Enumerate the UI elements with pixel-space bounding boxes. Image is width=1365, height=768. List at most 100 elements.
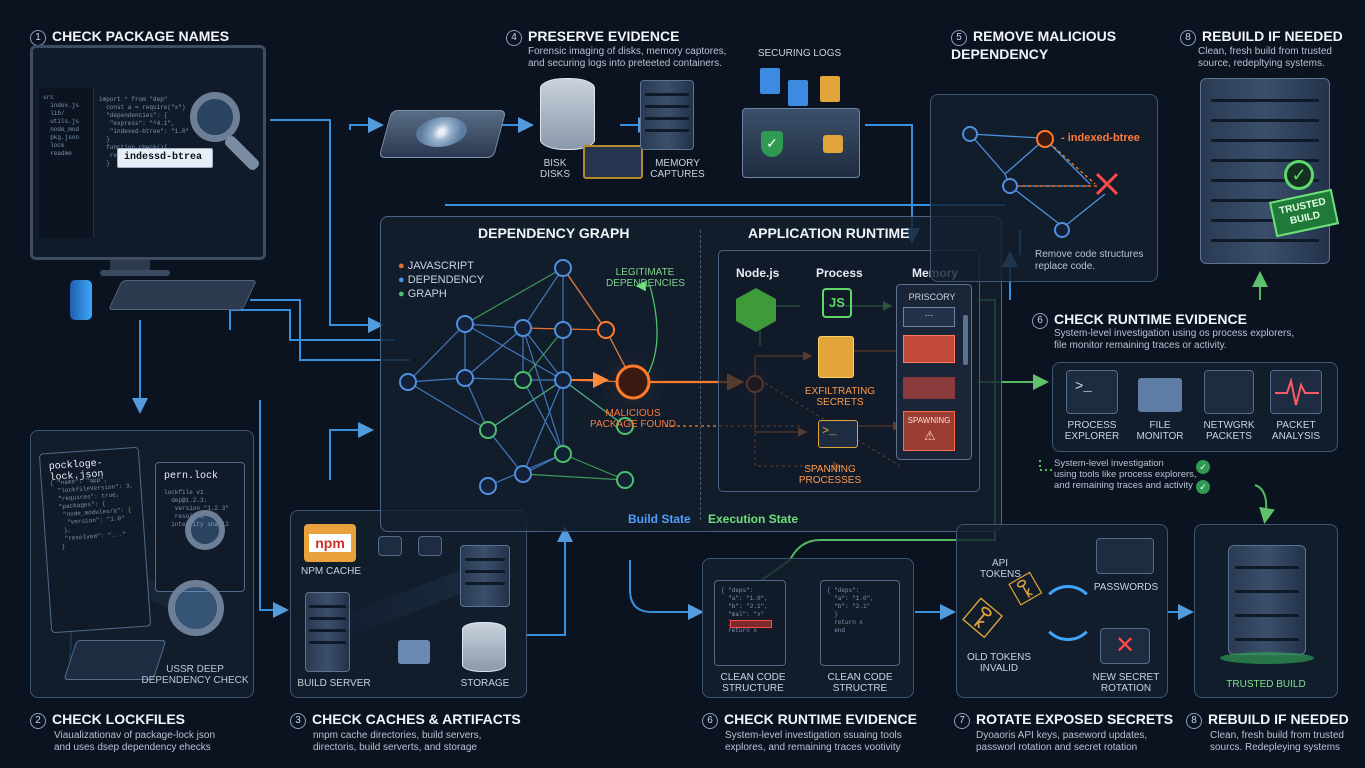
graph-legend: ● JAVASCRIPT ● DEPENDENCY ● GRAPH: [398, 260, 485, 300]
old-tokens-label: OLD TOKENS INVALID: [966, 652, 1032, 674]
memory-panel-title: PRISCORY: [908, 292, 956, 302]
legitimate-dependencies-label: LEGITIMATE DEPENDENCIES: [606, 267, 685, 289]
remove-dependency-graph: [962, 126, 1119, 238]
step-number: 8: [1186, 713, 1202, 729]
npm-cache-label: NPM CACHE: [300, 566, 361, 577]
malicious-node-label: - indexed-btree: [1061, 132, 1140, 144]
build-server-label: BUILD SERVER: [297, 678, 371, 689]
removed-line: [730, 620, 772, 628]
section-4-description: Forensic imaging of disks, memory captor…: [528, 46, 727, 69]
execution-state-label: Execution State: [708, 512, 799, 526]
section-8-description-top: Clean, fresh build from trusted source, …: [1198, 46, 1332, 69]
legend-item: JAVASCRIPT: [407, 260, 474, 272]
clean-code-label-2: CLEAN CODE STRUCTRE: [827, 672, 893, 694]
waveform-icon: [1270, 370, 1322, 414]
step-number: 6: [1032, 313, 1048, 329]
section-5-caption: Remove code structures replace code.: [1035, 249, 1144, 272]
tool-label: FILE MONITOR: [1136, 420, 1184, 442]
application-runtime-title: APPLICATION RUNTIME: [748, 225, 910, 241]
keyboard-icon: [108, 280, 257, 310]
package-box-icon: [378, 536, 402, 556]
dependency-graph-title: DEPENDENCY GRAPH: [478, 225, 630, 241]
npm-folder-icon: npm: [304, 524, 356, 562]
search-input[interactable]: indessd-btrea: [117, 148, 213, 168]
server-icon: [640, 80, 694, 150]
memory-panel: PRISCORY ... SPAWNING ⚠: [896, 284, 972, 460]
code-file-before: { "deps": "a": "1.0", "b": "2.1", "mal":…: [714, 580, 786, 666]
api-tokens-label: API TOKENS: [980, 558, 1021, 580]
step-number: 8: [1180, 30, 1196, 46]
nodejs-column-header: Node.js: [736, 266, 780, 280]
section-8-description-bottom: Clean, fresh build from trusted sourcs. …: [1210, 730, 1344, 753]
password-field-icon: [1096, 538, 1154, 574]
deep-check-caption: USSR DEEP DEPENDENCY CHECK: [141, 664, 249, 686]
check-icon: ✓: [1284, 160, 1314, 190]
spawning-alert: SPAWNING ⚠: [903, 411, 955, 451]
section-8-heading-top: 8 REBUILD IF NEEDED: [1180, 28, 1343, 46]
shield-icon: ✓: [761, 131, 783, 157]
state-divider: [700, 230, 701, 520]
step-number: 6: [702, 713, 718, 729]
step-number: 4: [506, 30, 522, 46]
section-7-description: Dyoaoris API keys, paseword updates, pas…: [976, 730, 1148, 753]
spawning-processes-label: SPANNING PROCESSES: [798, 464, 862, 486]
build-state-bracket: [540, 510, 710, 532]
section-title: REBUILD IF NEEDED: [1202, 28, 1343, 44]
secure-container-icon: ✓: [742, 108, 860, 178]
memory-scrollbar[interactable]: [963, 315, 968, 365]
js-icon: JS: [822, 288, 852, 318]
memory-slot-infected: [903, 377, 955, 399]
step-number: 3: [290, 713, 306, 729]
monitor-stand: [110, 260, 150, 272]
magnifier-icon: [168, 580, 224, 636]
storage-label: STORAGE: [460, 678, 510, 689]
section-title: CHECK CACHES & ARTIFACTS: [312, 711, 521, 727]
terminal-icon: >_: [818, 420, 858, 448]
network-icon: [1204, 370, 1254, 414]
legend-item: DEPENDENCY: [407, 274, 485, 286]
section-title: PRESERVE EVIDENCE: [528, 28, 680, 44]
section-title: CHECK RUNTIME EVIDENCE: [1054, 311, 1247, 327]
disk-icon: [378, 110, 507, 158]
securing-logs-label: SECURING LOGS: [757, 48, 842, 59]
section-title: REMOVE MALICIOUS DEPENDENCY: [951, 28, 1117, 62]
section-3-description: nnpm cache directories, build servers, d…: [313, 730, 482, 753]
check-icon: ✓: [1196, 480, 1210, 494]
monitor-base: [100, 270, 170, 276]
check-icon: ✓: [1196, 460, 1210, 474]
section-4-heading: 4 PRESERVE EVIDENCE: [506, 28, 679, 46]
magnifier-icon: [185, 510, 225, 550]
section-6-heading-bottom: 6 CHECK RUNTIME EVIDENCE: [702, 711, 917, 729]
remove-dependency-panel: [930, 94, 1158, 282]
section-6-description-bottom: System-level investigation ssuaing tools…: [725, 730, 902, 753]
magnifier-icon: [190, 92, 240, 142]
remove-x-icon: [1095, 172, 1119, 196]
monitor-icon: src index.js lib/ utils.js node_mod pkg.…: [30, 45, 266, 260]
refresh-icon: [1040, 585, 1096, 641]
file-icon: [418, 536, 442, 556]
tool-label: PACKET ANALYSIS: [1271, 420, 1321, 442]
section-6-description-top: System-level investigation using os proc…: [1054, 328, 1295, 351]
server-stack-icon: [1228, 545, 1306, 655]
memory-label: MEMORY CAPTURES: [650, 158, 705, 180]
section-title: CHECK LOCKFILES: [52, 711, 185, 727]
database-icon: [462, 622, 506, 672]
npm-logo: npm: [309, 534, 351, 552]
step-number: 1: [30, 30, 46, 46]
section-title: REBUILD IF NEEDED: [1208, 711, 1349, 727]
trusted-base-glow: [1220, 652, 1314, 664]
process-column-header: Process: [816, 266, 863, 280]
terminal-icon: >_: [1066, 370, 1118, 414]
chip-icon: [583, 145, 643, 179]
step-number: 5: [951, 30, 967, 46]
cylinder-device-icon: [70, 280, 92, 320]
build-state-label: Build State: [628, 512, 691, 526]
lockfile-name: pern.lock: [164, 471, 219, 482]
malicious-package-label: MALICIOUS PACKAGE FOUND: [590, 408, 676, 430]
trusted-build-label: TRUSTED BUILD: [1226, 679, 1306, 690]
section-title: CHECK RUNTIME EVIDENCE: [724, 711, 917, 727]
section-3-heading: 3 CHECK CACHES & ARTIFACTS: [290, 711, 521, 729]
